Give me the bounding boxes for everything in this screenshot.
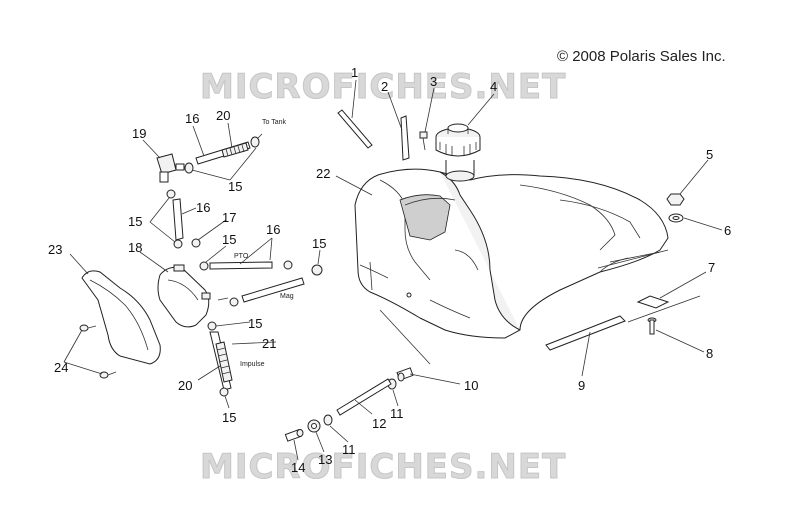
callout-21: 21	[262, 336, 276, 351]
hose-16-pto	[209, 261, 273, 270]
label-to-tank: To Tank	[262, 119, 286, 126]
callout-16c: 16	[266, 222, 280, 237]
spring-20-top	[221, 142, 249, 158]
callout-15e: 15	[248, 316, 262, 331]
fuel-hose	[336, 378, 392, 416]
spring-20-impulse	[215, 341, 233, 383]
callout-24: 24	[54, 360, 68, 375]
fuel-pump	[157, 266, 210, 328]
clamp-15-pto-c	[311, 264, 323, 276]
callout-20b: 20	[178, 378, 192, 393]
fitting-17	[191, 238, 201, 248]
leader-lines	[63, 79, 723, 461]
pump-guard	[81, 270, 161, 365]
label-pto: PTO	[234, 253, 249, 260]
callouts: 1 2 3 4 5 6 7 8 9 10 11 11 12 13 14 15 1…	[48, 65, 731, 475]
clamp-15-mid-a	[166, 189, 176, 199]
fitting-19	[156, 153, 185, 183]
callout-20a: 20	[216, 108, 230, 123]
clamp-15-pto-b	[283, 260, 293, 270]
pad	[545, 315, 626, 351]
watermark-top: MICROFICHES.NET	[200, 67, 566, 107]
callout-2: 2	[381, 79, 388, 94]
callout-18: 18	[128, 240, 142, 255]
callout-5: 5	[706, 147, 713, 162]
callout-11b: 11	[342, 442, 356, 457]
callout-6: 6	[724, 223, 731, 238]
callout-23: 23	[48, 242, 62, 257]
callout-17: 17	[222, 210, 236, 225]
clamp-15-top-b	[250, 136, 260, 148]
label-impulse: Impulse	[240, 361, 265, 368]
hose-mag	[241, 277, 305, 303]
clamp-15-mag	[229, 297, 239, 307]
callout-7: 7	[708, 260, 715, 275]
screw-24a	[79, 324, 97, 332]
hose-16-vertical	[172, 198, 184, 241]
callout-13: 13	[318, 452, 332, 467]
callout-19: 19	[132, 126, 146, 141]
screw-3	[419, 131, 428, 151]
callout-8: 8	[706, 346, 713, 361]
callout-15a: 15	[228, 179, 242, 194]
callout-10: 10	[464, 378, 478, 393]
fitting-14	[284, 429, 304, 442]
callout-14: 14	[291, 460, 305, 475]
fuel-cap	[435, 123, 481, 157]
callout-22: 22	[316, 166, 330, 181]
callout-15d: 15	[312, 236, 326, 251]
tank-strap	[400, 115, 410, 161]
watermark-bottom: MICROFICHES.NET	[200, 447, 566, 487]
nut	[666, 193, 685, 206]
callout-1: 1	[351, 65, 358, 80]
callout-16b: 16	[196, 200, 210, 215]
label-mag: Mag	[280, 293, 294, 300]
clamp-11b	[323, 414, 333, 426]
fuel-tank	[354, 160, 669, 339]
callout-15f: 15	[222, 410, 236, 425]
bolt-8	[647, 317, 657, 335]
callout-15b: 15	[128, 214, 142, 229]
callout-11a: 11	[390, 406, 404, 421]
callout-9: 9	[578, 378, 585, 393]
copyright-notice: © 2008 Polaris Sales Inc.	[557, 48, 726, 65]
fitting-10	[396, 367, 414, 382]
clamp-15-top-a	[184, 162, 194, 174]
clamp-15-impulse-top	[207, 321, 217, 331]
clamp-15-impulse-bottom	[219, 387, 229, 397]
bracket	[636, 295, 670, 309]
callout-3: 3	[430, 74, 437, 89]
callout-15c: 15	[222, 232, 236, 247]
callout-16a: 16	[185, 111, 199, 126]
vent-line	[337, 109, 373, 149]
callout-4: 4	[490, 79, 497, 94]
screw-24b	[99, 371, 117, 379]
clamp-15-mid-b	[173, 239, 183, 249]
clamp-15-pto-a	[199, 261, 209, 271]
callout-12: 12	[372, 416, 386, 431]
